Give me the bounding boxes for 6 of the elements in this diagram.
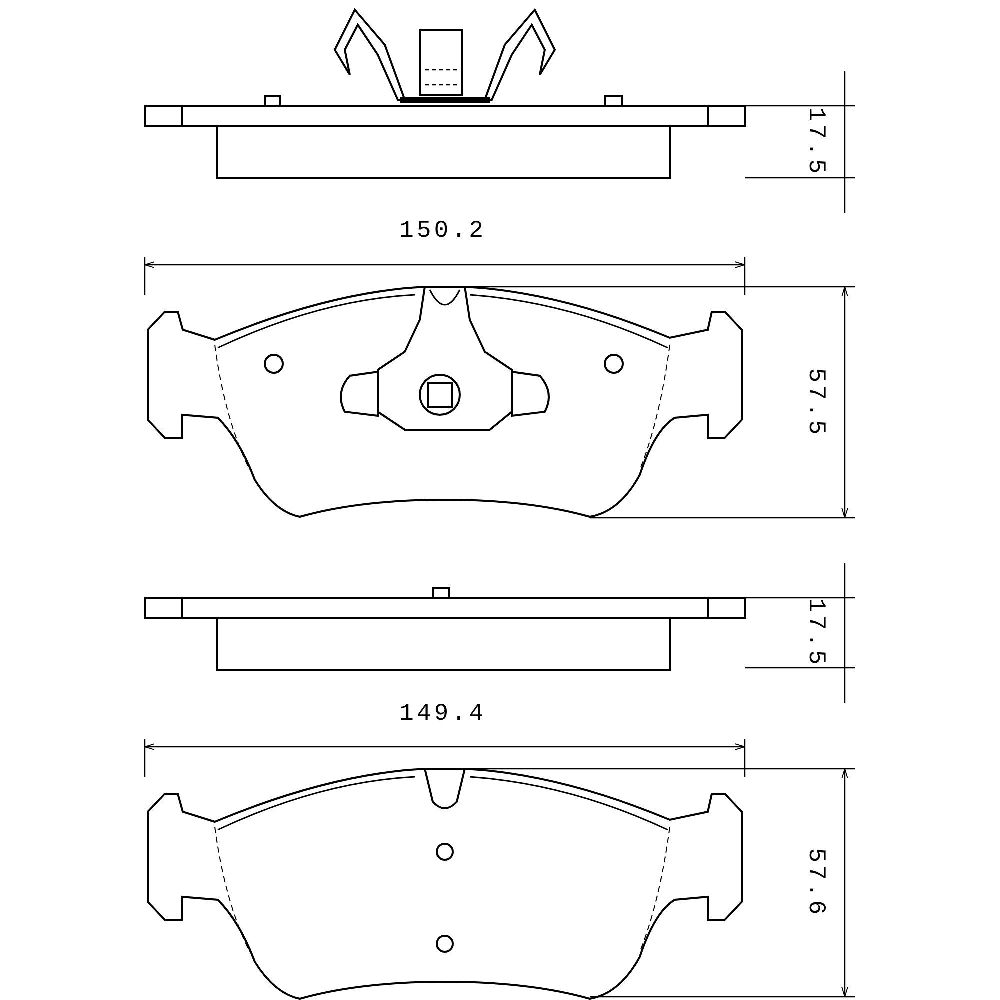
dimension-label: 17.5	[803, 107, 827, 177]
dimension-label: 150.2	[399, 220, 486, 244]
dimension-label: 149.4	[399, 703, 486, 727]
dimension-label: 57.5	[803, 368, 827, 438]
dimension-label: 57.6	[803, 848, 827, 918]
dimension-label: 17.5	[803, 598, 827, 668]
